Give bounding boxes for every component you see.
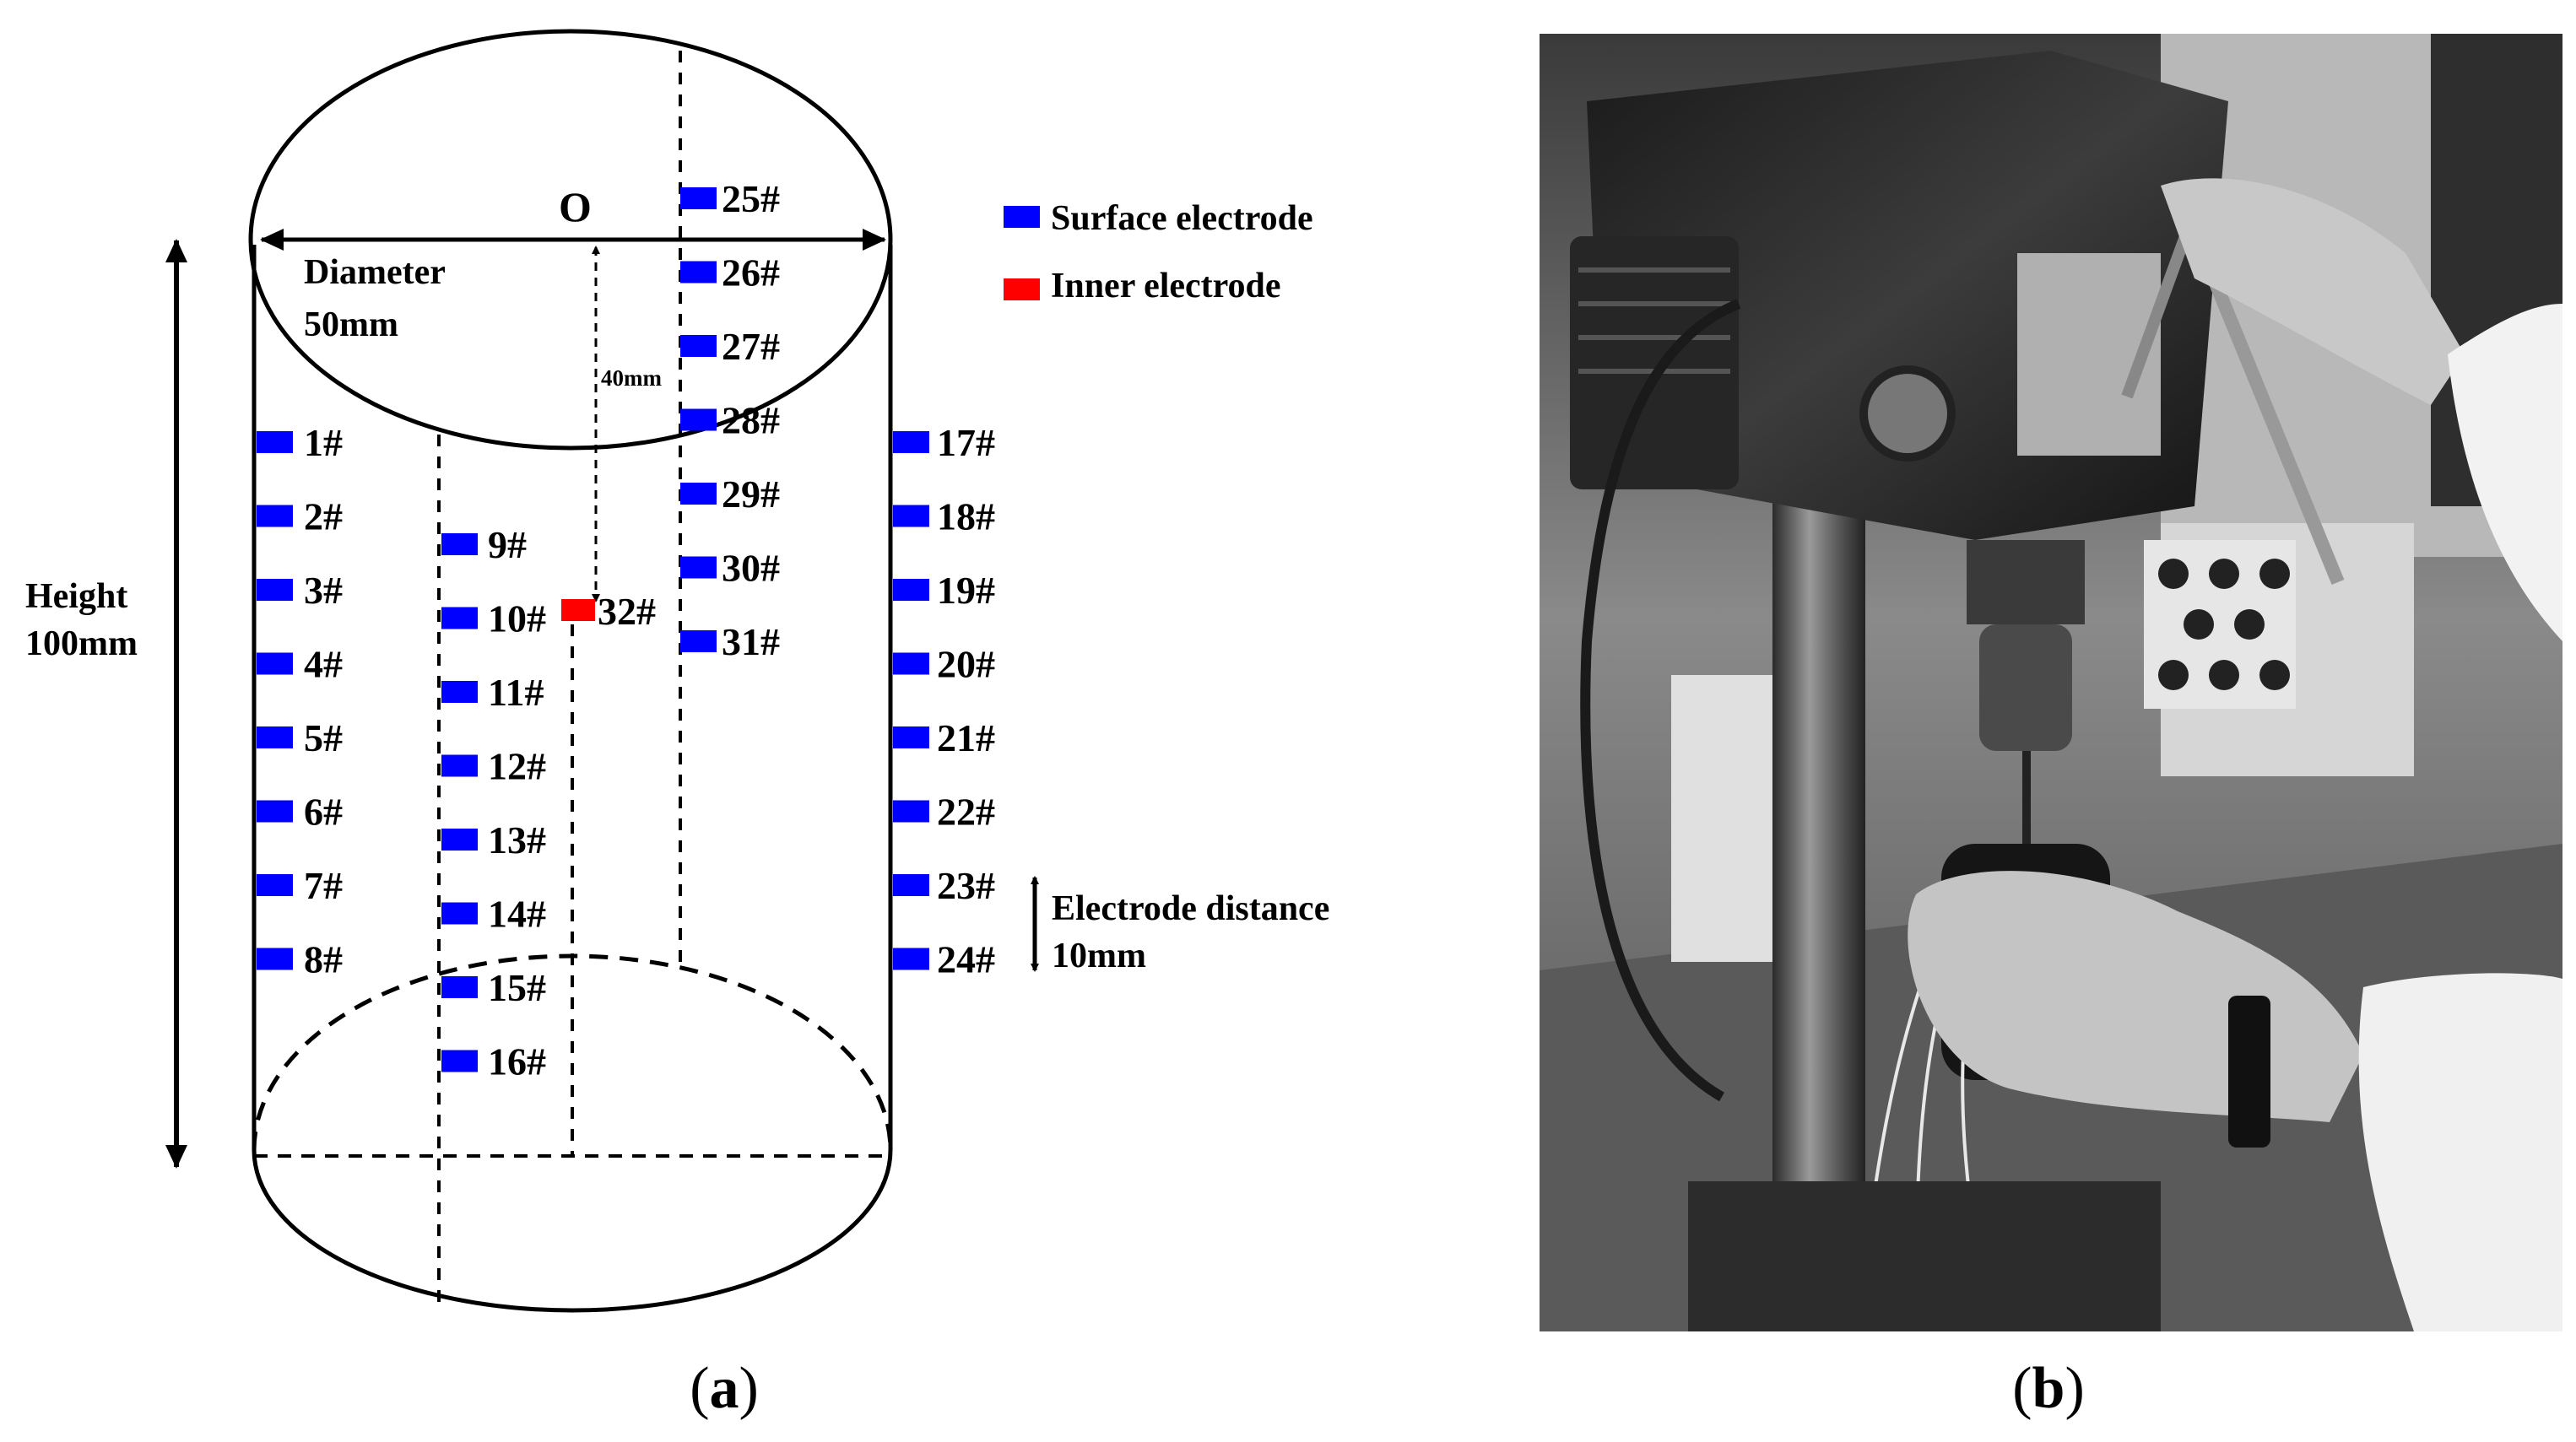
surface-electrode-14 — [441, 902, 478, 925]
electrode-label: 24# — [937, 938, 995, 981]
surface-electrode-9 — [441, 533, 478, 555]
surface-electrode-5 — [257, 726, 293, 748]
electrode-label: 21# — [937, 716, 995, 759]
electrode-label: 26# — [722, 251, 780, 294]
electrode-label: 20# — [937, 643, 995, 686]
electrode-label: 19# — [937, 569, 995, 612]
electrode-distance-label: Electrode distance — [1052, 889, 1329, 928]
surface-electrode-15 — [441, 976, 478, 998]
surface-electrode-23 — [893, 874, 929, 896]
cylinder-bottom-front-arc — [252, 1149, 893, 1313]
inner-electrode-marker: 32# — [561, 590, 656, 633]
surface-electrode-18 — [893, 505, 929, 527]
wristband — [2228, 996, 2270, 1148]
upper-hand — [2161, 178, 2465, 406]
electrode-label: 9# — [488, 523, 527, 566]
electrode-label: 7# — [304, 864, 343, 907]
diameter-value: 50mm — [304, 305, 398, 344]
electrode-label: 25# — [722, 177, 780, 220]
surface-electrode-10 — [441, 607, 478, 629]
electrode-label: 29# — [722, 473, 780, 516]
electrode-label: 28# — [722, 399, 780, 442]
electrode-label: 18# — [937, 495, 995, 538]
drill-base — [1688, 1181, 2161, 1331]
electrode-label: 2# — [304, 495, 343, 538]
surface-electrode-1 — [257, 431, 293, 453]
caption-b: (b) — [2012, 1356, 2085, 1421]
surface-electrode-3 — [257, 579, 293, 601]
surface-electrode-19 — [893, 579, 929, 601]
legend: Surface electrode Inner electrode — [1004, 199, 1313, 305]
drill-press-photo — [1540, 34, 2562, 1331]
electrode-label: 17# — [937, 421, 995, 464]
electrode-label: 13# — [488, 818, 546, 861]
electrode-label: 10# — [488, 597, 546, 640]
surface-electrode-29 — [680, 483, 717, 505]
power-cable — [1580, 299, 1741, 1102]
electrode-label: 31# — [722, 620, 780, 663]
surface-electrode-26 — [680, 261, 717, 284]
electrode-label: 12# — [488, 745, 546, 788]
legend-surface-swatch — [1004, 206, 1040, 228]
electrode-label: 16# — [488, 1040, 546, 1083]
surface-electrode-22 — [893, 800, 929, 823]
inner-electrode-label: 32# — [598, 590, 656, 633]
surface-electrode-17 — [893, 431, 929, 453]
chuck — [1979, 624, 2072, 751]
electrode-label: 8# — [304, 938, 343, 981]
electrode-label: 15# — [488, 966, 546, 1009]
electrode-label: 11# — [488, 671, 544, 714]
height-value: 100mm — [25, 624, 138, 663]
surface-electrode-7 — [257, 874, 293, 896]
cylinder-top-ellipse — [248, 29, 893, 451]
surface-electrode-21 — [893, 726, 929, 748]
legend-surface-label: Surface electrode — [1051, 199, 1313, 238]
electrode-label: 14# — [488, 893, 546, 936]
lab-coat-sleeve-upper — [2448, 304, 2562, 641]
spindle — [1967, 540, 2085, 624]
surface-electrode-8 — [257, 948, 293, 970]
surface-electrode-30 — [680, 556, 717, 579]
feed-hub — [1859, 365, 1956, 462]
surface-electrode-31 — [680, 630, 717, 652]
height-label: Height — [25, 577, 127, 616]
electrode-layout-diagram: O Diameter 50mm 40mm Height 100mm Electr… — [25, 29, 1329, 1313]
legend-inner-swatch — [1004, 278, 1040, 300]
lab-coat-sleeve-lower — [2358, 973, 2562, 1331]
surface-electrode-24 — [893, 948, 929, 970]
drill-bit — [2022, 751, 2031, 852]
surface-electrode-11 — [441, 681, 478, 703]
electrode-label: 4# — [304, 643, 343, 686]
electrode-label: 27# — [722, 325, 780, 368]
surface-electrode-2 — [257, 505, 293, 527]
legend-inner-label: Inner electrode — [1051, 267, 1281, 305]
electrode-label: 5# — [304, 716, 343, 759]
surface-electrode-27 — [680, 335, 717, 357]
surface-electrode-20 — [893, 652, 929, 675]
diameter-label: Diameter — [304, 253, 446, 292]
surface-electrode-28 — [680, 408, 717, 431]
electrode-label: 3# — [304, 569, 343, 612]
electrode-label: 1# — [304, 421, 343, 464]
drill-column — [1772, 473, 1865, 1232]
caption-a: (a) — [690, 1356, 759, 1421]
electrode-label: 23# — [937, 864, 995, 907]
surface-electrode-12 — [441, 754, 478, 777]
surface-electrode-16 — [441, 1050, 478, 1072]
inner-electrode-32 — [561, 599, 595, 621]
surface-electrode-13 — [441, 829, 478, 851]
motor-housing — [1570, 236, 1739, 489]
electrode-distance-value: 10mm — [1052, 937, 1146, 975]
electrode-markers: 1# 2# 3# 4# 5# 6# 7# 8# 9# 10# 11# 12# 13# 14# 15# 16# 1… — [257, 177, 995, 1083]
electrode-label: 6# — [304, 791, 343, 834]
electrode-label: 30# — [722, 547, 780, 590]
electrode-label: 22# — [937, 791, 995, 834]
surface-electrode-4 — [257, 652, 293, 675]
surface-electrode-25 — [680, 187, 717, 209]
surface-electrode-6 — [257, 800, 293, 823]
center-o-label: O — [559, 183, 592, 230]
depth-label: 40mm — [601, 365, 662, 391]
